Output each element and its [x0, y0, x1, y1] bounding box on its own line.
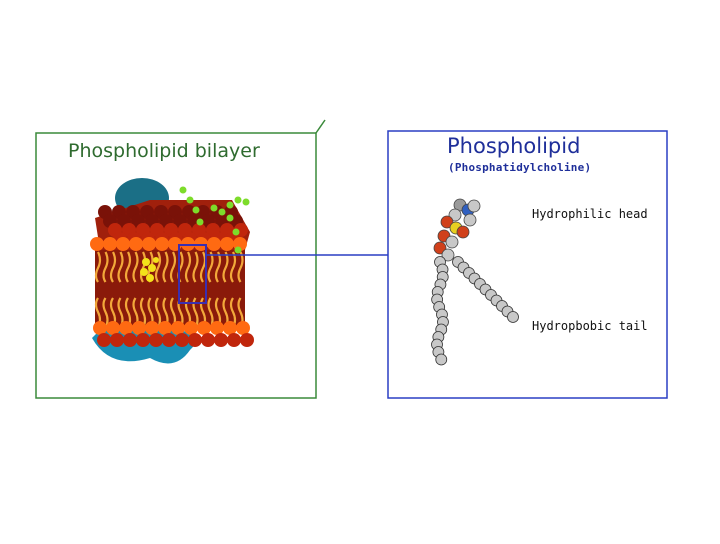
lipid-head [129, 237, 143, 251]
lipid-head [210, 321, 224, 335]
lipid-head [184, 321, 198, 335]
cholesterol-atom [148, 264, 156, 272]
lipid-head [207, 237, 221, 251]
lipid-head [116, 237, 130, 251]
lipid-head [158, 321, 172, 335]
sugar-unit [219, 209, 226, 216]
lipid-head [136, 333, 150, 347]
sugar-unit [235, 247, 242, 254]
bilayer-panel-tick [316, 120, 325, 133]
lipid-head [197, 321, 211, 335]
lipid-head [132, 321, 146, 335]
cholesterol-atom [146, 274, 154, 282]
lipid-head [145, 321, 159, 335]
molecule-atom [446, 236, 458, 248]
lipid-head [171, 321, 185, 335]
hydrophobic-tail-label: Hydropbobic tail [532, 319, 648, 333]
sugar-unit [227, 202, 234, 209]
cholesterol-atom [142, 258, 150, 266]
lipid-head [106, 321, 120, 335]
lipid-head [97, 333, 111, 347]
molecule-atom [468, 200, 480, 212]
lipid-head [201, 333, 215, 347]
molecule-atom [457, 226, 469, 238]
lipid-head [236, 321, 250, 335]
lipid-head [123, 333, 137, 347]
molecule-atom [508, 312, 519, 323]
lipid-head [220, 237, 234, 251]
lipid-head [188, 333, 202, 347]
sugar-unit [235, 197, 242, 204]
phospholipid-title: Phospholipid [447, 134, 580, 158]
sugar-unit [233, 229, 240, 236]
sugar-unit [211, 205, 218, 212]
lipid-head [93, 321, 107, 335]
hydrophilic-head-label: Hydrophilic head [532, 207, 648, 221]
bilayer-title: Phospholipid bilayer [68, 140, 260, 162]
front-face [95, 250, 245, 330]
molecule-atom [464, 214, 476, 226]
sugar-unit [180, 187, 187, 194]
lipid-head [142, 237, 156, 251]
sugar-unit [197, 219, 204, 226]
lipid-head [103, 237, 117, 251]
cholesterol-atom [153, 257, 159, 263]
lipid-head [223, 321, 237, 335]
lipid-head [110, 333, 124, 347]
lipid-head [149, 333, 163, 347]
cholesterol-atom [140, 268, 148, 276]
membrane-illustration [90, 178, 254, 363]
sugar-unit [243, 199, 250, 206]
phospholipid-subtitle: (Phosphatidylcholine) [448, 161, 591, 174]
phospholipid-molecule [432, 199, 519, 365]
lipid-head [214, 333, 228, 347]
lipid-head [240, 333, 254, 347]
lipid-head [119, 321, 133, 335]
sugar-unit [193, 207, 200, 214]
sugar-unit [227, 215, 234, 222]
lipid-head [155, 237, 169, 251]
molecule-atom [436, 354, 447, 365]
lipid-head [175, 333, 189, 347]
lipid-head [90, 237, 104, 251]
sugar-unit [187, 197, 194, 204]
lipid-head [162, 333, 176, 347]
lipid-head [227, 333, 241, 347]
